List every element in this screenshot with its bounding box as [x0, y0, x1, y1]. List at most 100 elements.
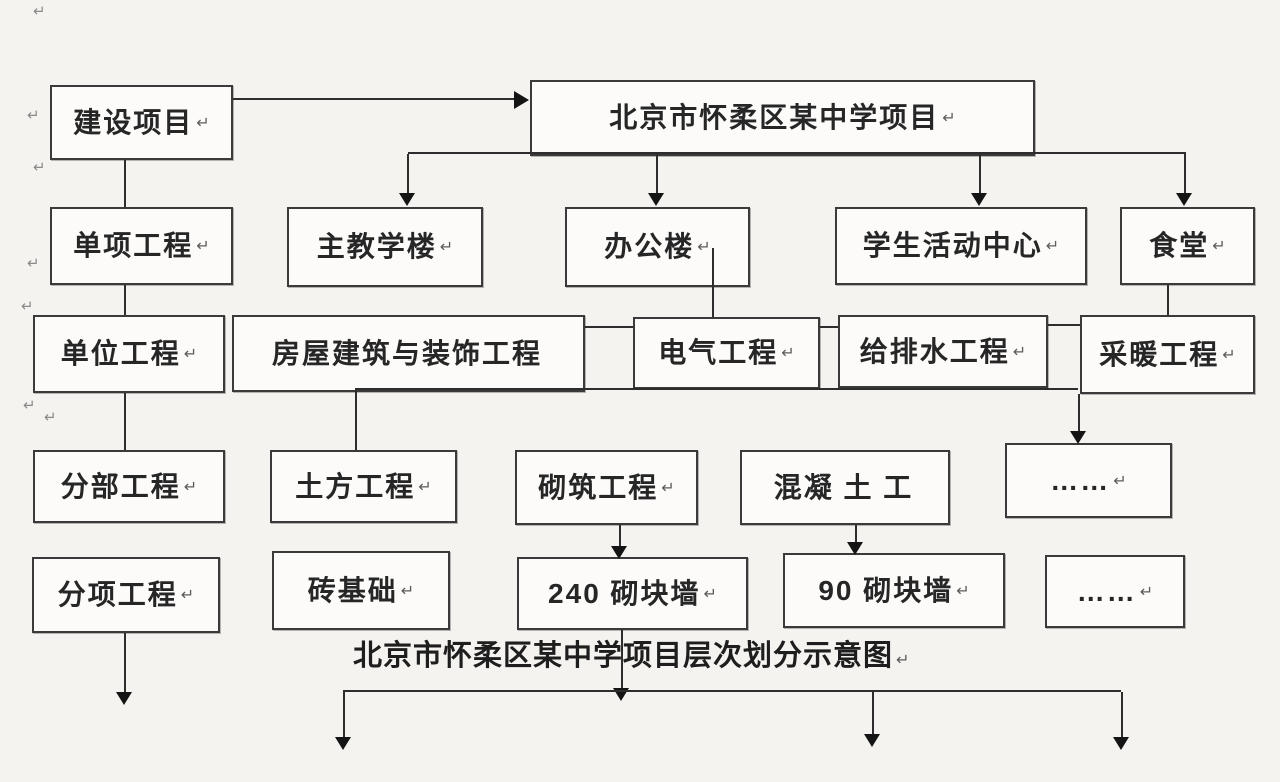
connector-drop-activity-center — [979, 154, 981, 194]
node-student-activity-center: 学生活动中心↵ — [835, 207, 1087, 285]
connector-bottom-drop-right — [1121, 692, 1123, 738]
paragraph-mark: ↵ — [183, 346, 198, 363]
connector-drop-main-teaching — [407, 154, 409, 194]
paragraph-mark: ↵ — [196, 238, 210, 255]
paragraph-mark: ↵ — [400, 582, 415, 600]
connector-single-to-unit — [124, 285, 126, 315]
node-ellipsis-2: ……↵ — [1045, 555, 1185, 628]
node-label: …… — [1050, 464, 1111, 496]
node-label: 土方工程 — [295, 470, 416, 502]
paragraph-mark: ↵ — [196, 114, 210, 132]
node-label: 240 砌块墙 — [548, 577, 701, 609]
node-concrete-works: 混凝 土 工 — [740, 450, 950, 525]
connector-bottom-rail — [343, 690, 1121, 692]
arrowhead-down — [1070, 431, 1086, 444]
connector-itemized-down — [124, 633, 126, 693]
connector-concrete-to-90wall — [855, 525, 857, 543]
paragraph-mark: ↵ — [1113, 472, 1127, 490]
connector-drop-office — [656, 154, 658, 194]
node-label: 单项工程 — [73, 230, 194, 261]
node-building-and-decoration-works: 房屋建筑与装饰工程 — [232, 315, 585, 392]
node-itemized-works: 分项工程↵ — [32, 557, 220, 633]
node-label: 分部工程 — [60, 470, 181, 502]
node-office-building: 办公楼↵ — [565, 207, 750, 287]
caption-text: 北京市怀柔区某中学项目层次划分示意图 — [353, 640, 894, 672]
node-label: 食堂 — [1149, 230, 1210, 261]
node-240-block-wall: 240 砌块墙↵ — [517, 557, 748, 630]
node-masonry-works: 砌筑工程↵ — [515, 450, 698, 525]
node-ellipsis-1: ……↵ — [1005, 443, 1172, 518]
arrowhead-down — [335, 737, 351, 750]
arrowhead-down — [864, 734, 880, 747]
node-label: 砖基础 — [307, 574, 398, 606]
arrowhead-down — [1176, 193, 1192, 206]
node-label: 办公楼 — [604, 231, 695, 262]
connector-building-to-earthwork — [355, 390, 357, 450]
connector-project-distribution — [408, 152, 1186, 154]
node-heating-works: 采暖工程↵ — [1080, 315, 1255, 394]
paragraph-mark: ↵ — [27, 107, 40, 124]
paragraph-mark: ↵ — [418, 478, 432, 496]
paragraph-mark: ↵ — [23, 397, 36, 414]
node-label: 建设项目 — [73, 106, 194, 138]
paragraph-mark: ↵ — [33, 3, 46, 20]
node-earthwork: 土方工程↵ — [270, 450, 457, 523]
connector-bottom-drop-left — [343, 692, 345, 738]
node-label: 混凝 土 工 — [773, 471, 914, 503]
node-brick-foundation: 砖基础↵ — [272, 551, 450, 630]
paragraph-mark: ↵ — [183, 478, 198, 496]
node-division-works: 分部工程↵ — [33, 450, 225, 523]
paragraph-mark: ↵ — [1139, 583, 1154, 601]
paragraph-mark: ↵ — [1222, 346, 1236, 364]
node-main-teaching-building: 主教学楼↵ — [287, 207, 483, 287]
connector-cafeteria-to-heating — [1167, 285, 1169, 315]
node-label: 房屋建筑与装饰工程 — [271, 337, 542, 369]
paragraph-mark: ↵ — [1212, 238, 1226, 255]
node-label: 分项工程 — [57, 579, 178, 610]
paragraph-mark: ↵ — [697, 239, 711, 256]
node-plumbing-works: 给排水工程↵ — [838, 315, 1048, 388]
connector-building-to-electrical — [585, 326, 633, 328]
node-unit-works: 单位工程↵ — [33, 315, 225, 393]
paragraph-mark: ↵ — [180, 587, 195, 604]
connector-electrical-to-plumbing — [820, 326, 838, 328]
connector-heating-to-ellipsis — [1078, 394, 1080, 432]
paragraph-mark: ↵ — [44, 409, 57, 426]
connector-row3-rail — [355, 388, 1078, 390]
arrowhead-down — [611, 546, 627, 559]
connector-office-to-electrical — [712, 248, 714, 317]
paragraph-mark: ↵ — [1012, 343, 1027, 361]
node-label: 单位工程 — [60, 338, 181, 369]
connector-construction-to-project — [233, 98, 515, 100]
paragraph-mark: ↵ — [33, 159, 46, 176]
paragraph-mark: ↵ — [21, 298, 34, 315]
paragraph-mark: ↵ — [703, 585, 717, 603]
paragraph-mark: ↵ — [27, 255, 40, 272]
connector-construction-to-single — [124, 160, 126, 207]
node-label: 砌筑工程 — [538, 471, 659, 503]
connector-plumbing-to-heating — [1048, 324, 1080, 326]
arrowhead-down — [399, 193, 415, 206]
node-label: 学生活动中心 — [862, 230, 1043, 261]
diagram-caption: 北京市怀柔区某中学项目层次划分示意图↵ — [353, 632, 910, 674]
connector-drop-cafeteria — [1184, 154, 1186, 194]
paragraph-mark: ↵ — [661, 479, 675, 497]
paragraph-mark: ↵ — [942, 110, 956, 127]
node-project-title: 北京市怀柔区某中学项目↵ — [530, 80, 1035, 156]
paragraph-mark: ↵ — [956, 582, 970, 600]
node-label: 北京市怀柔区某中学项目 — [609, 102, 940, 133]
arrowhead-down — [116, 692, 132, 705]
paragraph-mark: ↵ — [1045, 238, 1060, 255]
node-single-project: 单项工程↵ — [50, 207, 233, 285]
node-construction-project: 建设项目↵ — [50, 85, 233, 160]
node-90-block-wall: 90 砌块墙↵ — [783, 553, 1005, 628]
node-label: 90 砌块墙 — [818, 574, 954, 606]
connector-240wall-down — [621, 630, 623, 689]
arrowhead-down — [847, 542, 863, 555]
connector-bottom-drop-middle — [872, 692, 874, 735]
arrowhead-right — [514, 91, 529, 109]
arrowhead-down — [1113, 737, 1129, 750]
paragraph-mark: ↵ — [439, 239, 454, 256]
node-cafeteria: 食堂↵ — [1120, 207, 1255, 285]
